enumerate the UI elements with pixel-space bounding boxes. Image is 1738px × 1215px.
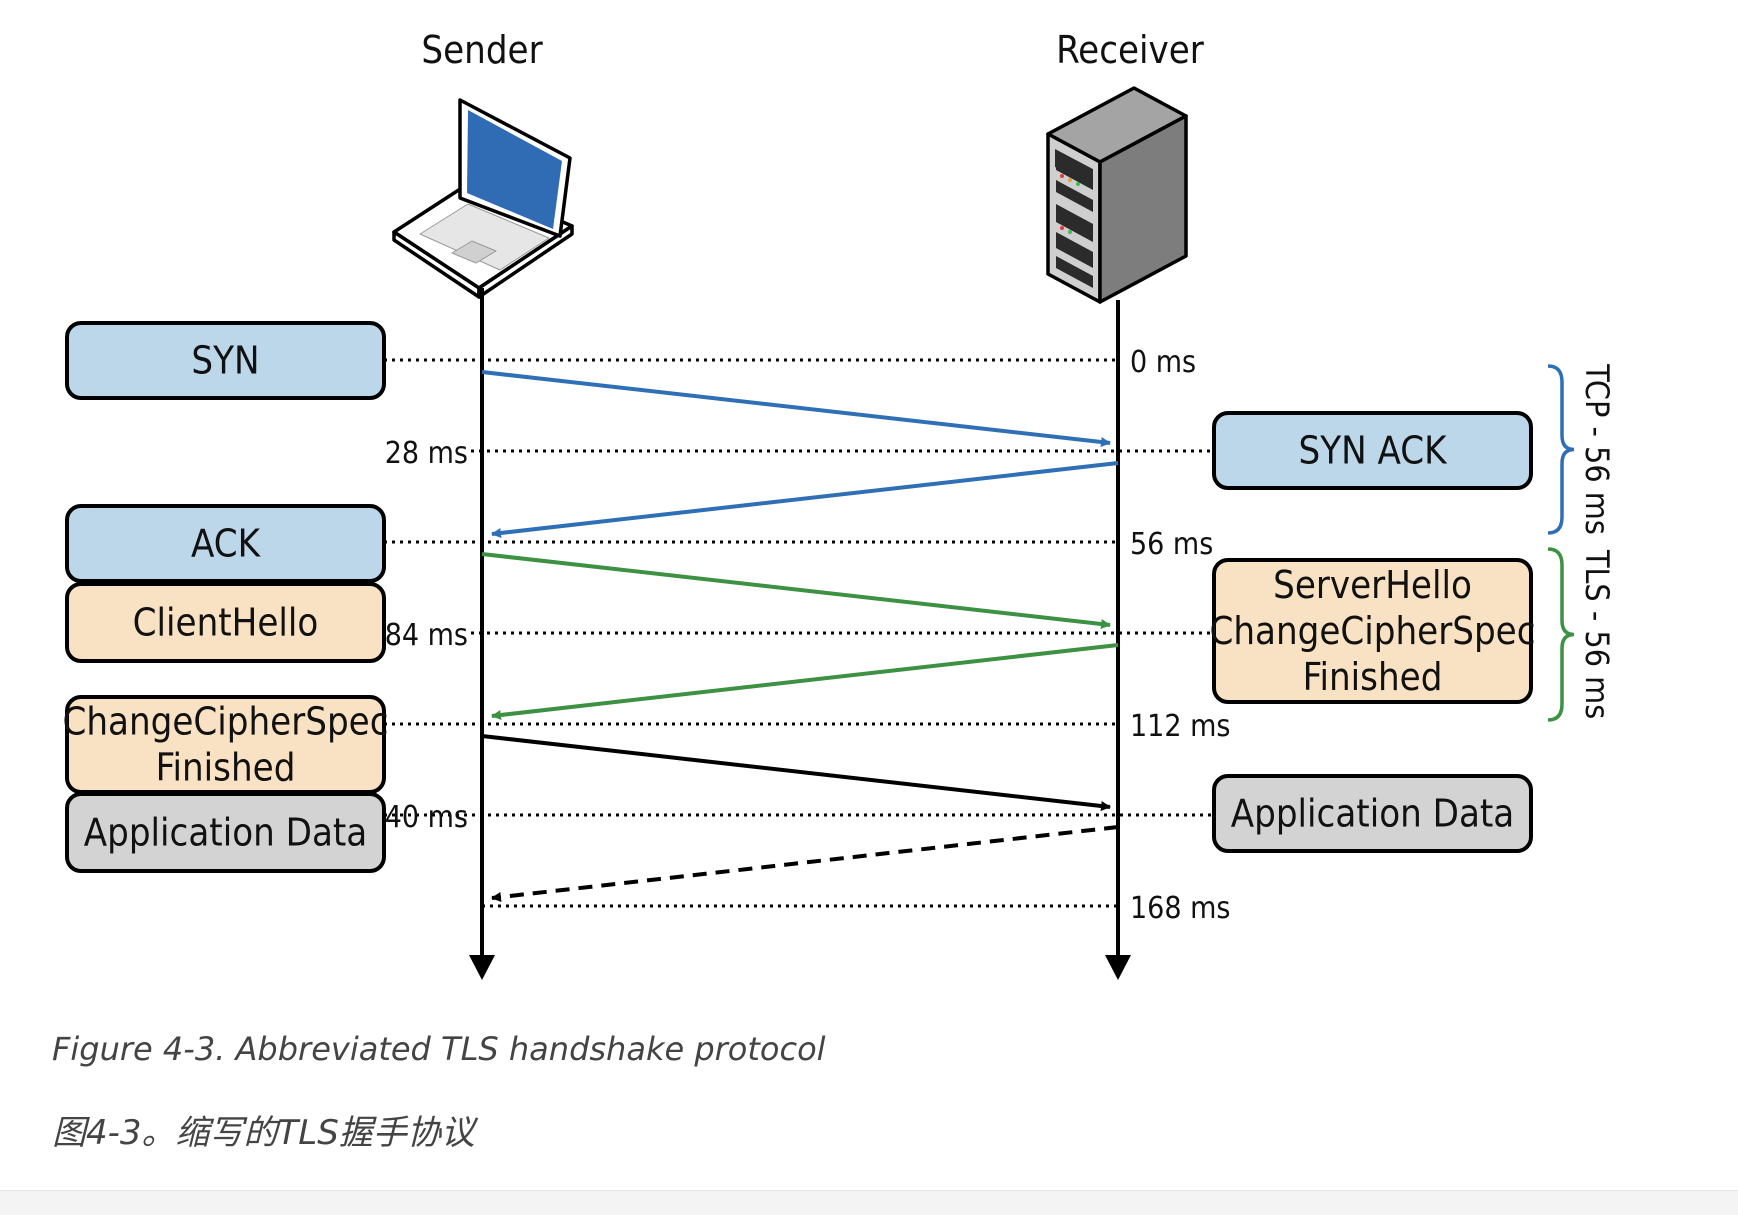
sender-box-text: ACK (191, 522, 262, 566)
brace-label: TLS - 56 ms (1578, 549, 1616, 719)
laptop-icon (392, 98, 574, 299)
page-footer-bar (0, 1190, 1738, 1215)
brace-label: TCP - 56 ms (1578, 363, 1616, 535)
message-arrow (481, 734, 1111, 811)
brace-tls: TLS - 56 ms (1547, 547, 1616, 722)
time-label: 112 ms (1130, 709, 1230, 744)
sequence-diagram: Sender Receiver (62, 28, 1616, 980)
message-arrow (491, 643, 1119, 720)
message-arrow (491, 825, 1119, 902)
time-label: 28 ms (385, 436, 468, 471)
receiver-box-text: ServerHello (1273, 563, 1472, 607)
sender-box-text: ChangeCipherSpec (62, 700, 388, 744)
sender-box-application-data: Application Data (65, 792, 386, 873)
message-arrow (491, 461, 1119, 538)
brace-tcp: TCP - 56 ms (1547, 363, 1616, 535)
receiver-box-text: SYN ACK (1298, 429, 1448, 473)
receiver-lane-label: Receiver (1056, 28, 1205, 72)
message-arrow (481, 552, 1111, 629)
server-tower-icon (1046, 86, 1188, 304)
receiver-box-text: ChangeCipherSpec (1209, 609, 1535, 653)
receiver-box-text: Application Data (1231, 792, 1515, 836)
message-arrow (481, 370, 1111, 447)
time-label: 56 ms (1130, 527, 1213, 562)
sender-box-text: Application Data (84, 811, 368, 855)
sender-box-syn: SYN (65, 321, 386, 400)
sender-box-text: Finished (156, 746, 296, 790)
receiver-box-text: Finished (1303, 655, 1443, 699)
time-label: 168 ms (1130, 891, 1230, 926)
sender-box-client-hello: ClientHello (65, 582, 386, 663)
sender-lifeline-arrowhead (469, 955, 495, 980)
time-label: 0 ms (1130, 345, 1196, 380)
sender-box-ack: ACK (65, 504, 386, 583)
sender-box-text: ClientHello (133, 601, 319, 645)
figure-caption-chinese: 图4-3。缩写的TLS握手协议 (52, 1113, 475, 1153)
receiver-box-application-data: Application Data (1212, 774, 1533, 853)
sender-lane-label: Sender (421, 28, 543, 72)
receiver-lifeline-arrowhead (1105, 955, 1131, 980)
receiver-box-syn-ack: SYN ACK (1212, 411, 1533, 490)
sender-box-text: SYN (191, 339, 259, 383)
time-label: 84 ms (385, 618, 468, 653)
figure-caption-english: Figure 4-3. Abbreviated TLS handshake pr… (52, 1030, 826, 1068)
